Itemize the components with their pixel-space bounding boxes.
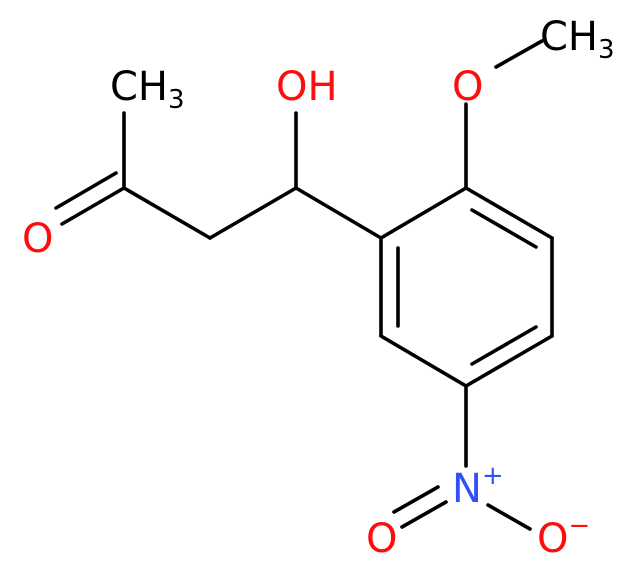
bond-n-o-left-2 — [392, 485, 440, 514]
bond-n-o-left-1 — [400, 500, 448, 529]
bond-ring-inner-c3-c4 — [470, 325, 538, 366]
label-hydroxyl: OH — [276, 64, 338, 110]
label-nitro-n: N+ — [452, 461, 504, 512]
bond-co-double-1 — [60, 186, 126, 226]
bond-ring-c3-c4 — [464, 334, 554, 388]
label-nitro-o-left: O — [366, 516, 397, 562]
bonds — [54, 39, 554, 531]
label-ketone-o: O — [22, 216, 53, 262]
bond-ring-c1-c2 — [464, 186, 554, 240]
bond-n-o-right — [486, 503, 532, 531]
label-methoxy-ch3: CH3 — [540, 14, 615, 65]
bond-co-double-2 — [54, 171, 118, 210]
atom-labels: CH3 O OH CH3 O N+ O O− — [22, 14, 615, 562]
bond-ring-chol — [294, 186, 383, 240]
bond-ch2-co — [122, 186, 212, 240]
bond-ring-c6-c1 — [379, 186, 468, 240]
bond-methoxy-ch3-o — [494, 39, 544, 69]
bond-ring-inner-c1-c2 — [470, 208, 538, 249]
bond-ring-c4-c5 — [379, 334, 468, 388]
bond-ch-ch2 — [208, 186, 298, 240]
label-ketone-ch3: CH3 — [110, 64, 185, 115]
label-nitro-o-right: O− — [537, 511, 590, 562]
label-methoxy-o: O — [452, 64, 483, 110]
